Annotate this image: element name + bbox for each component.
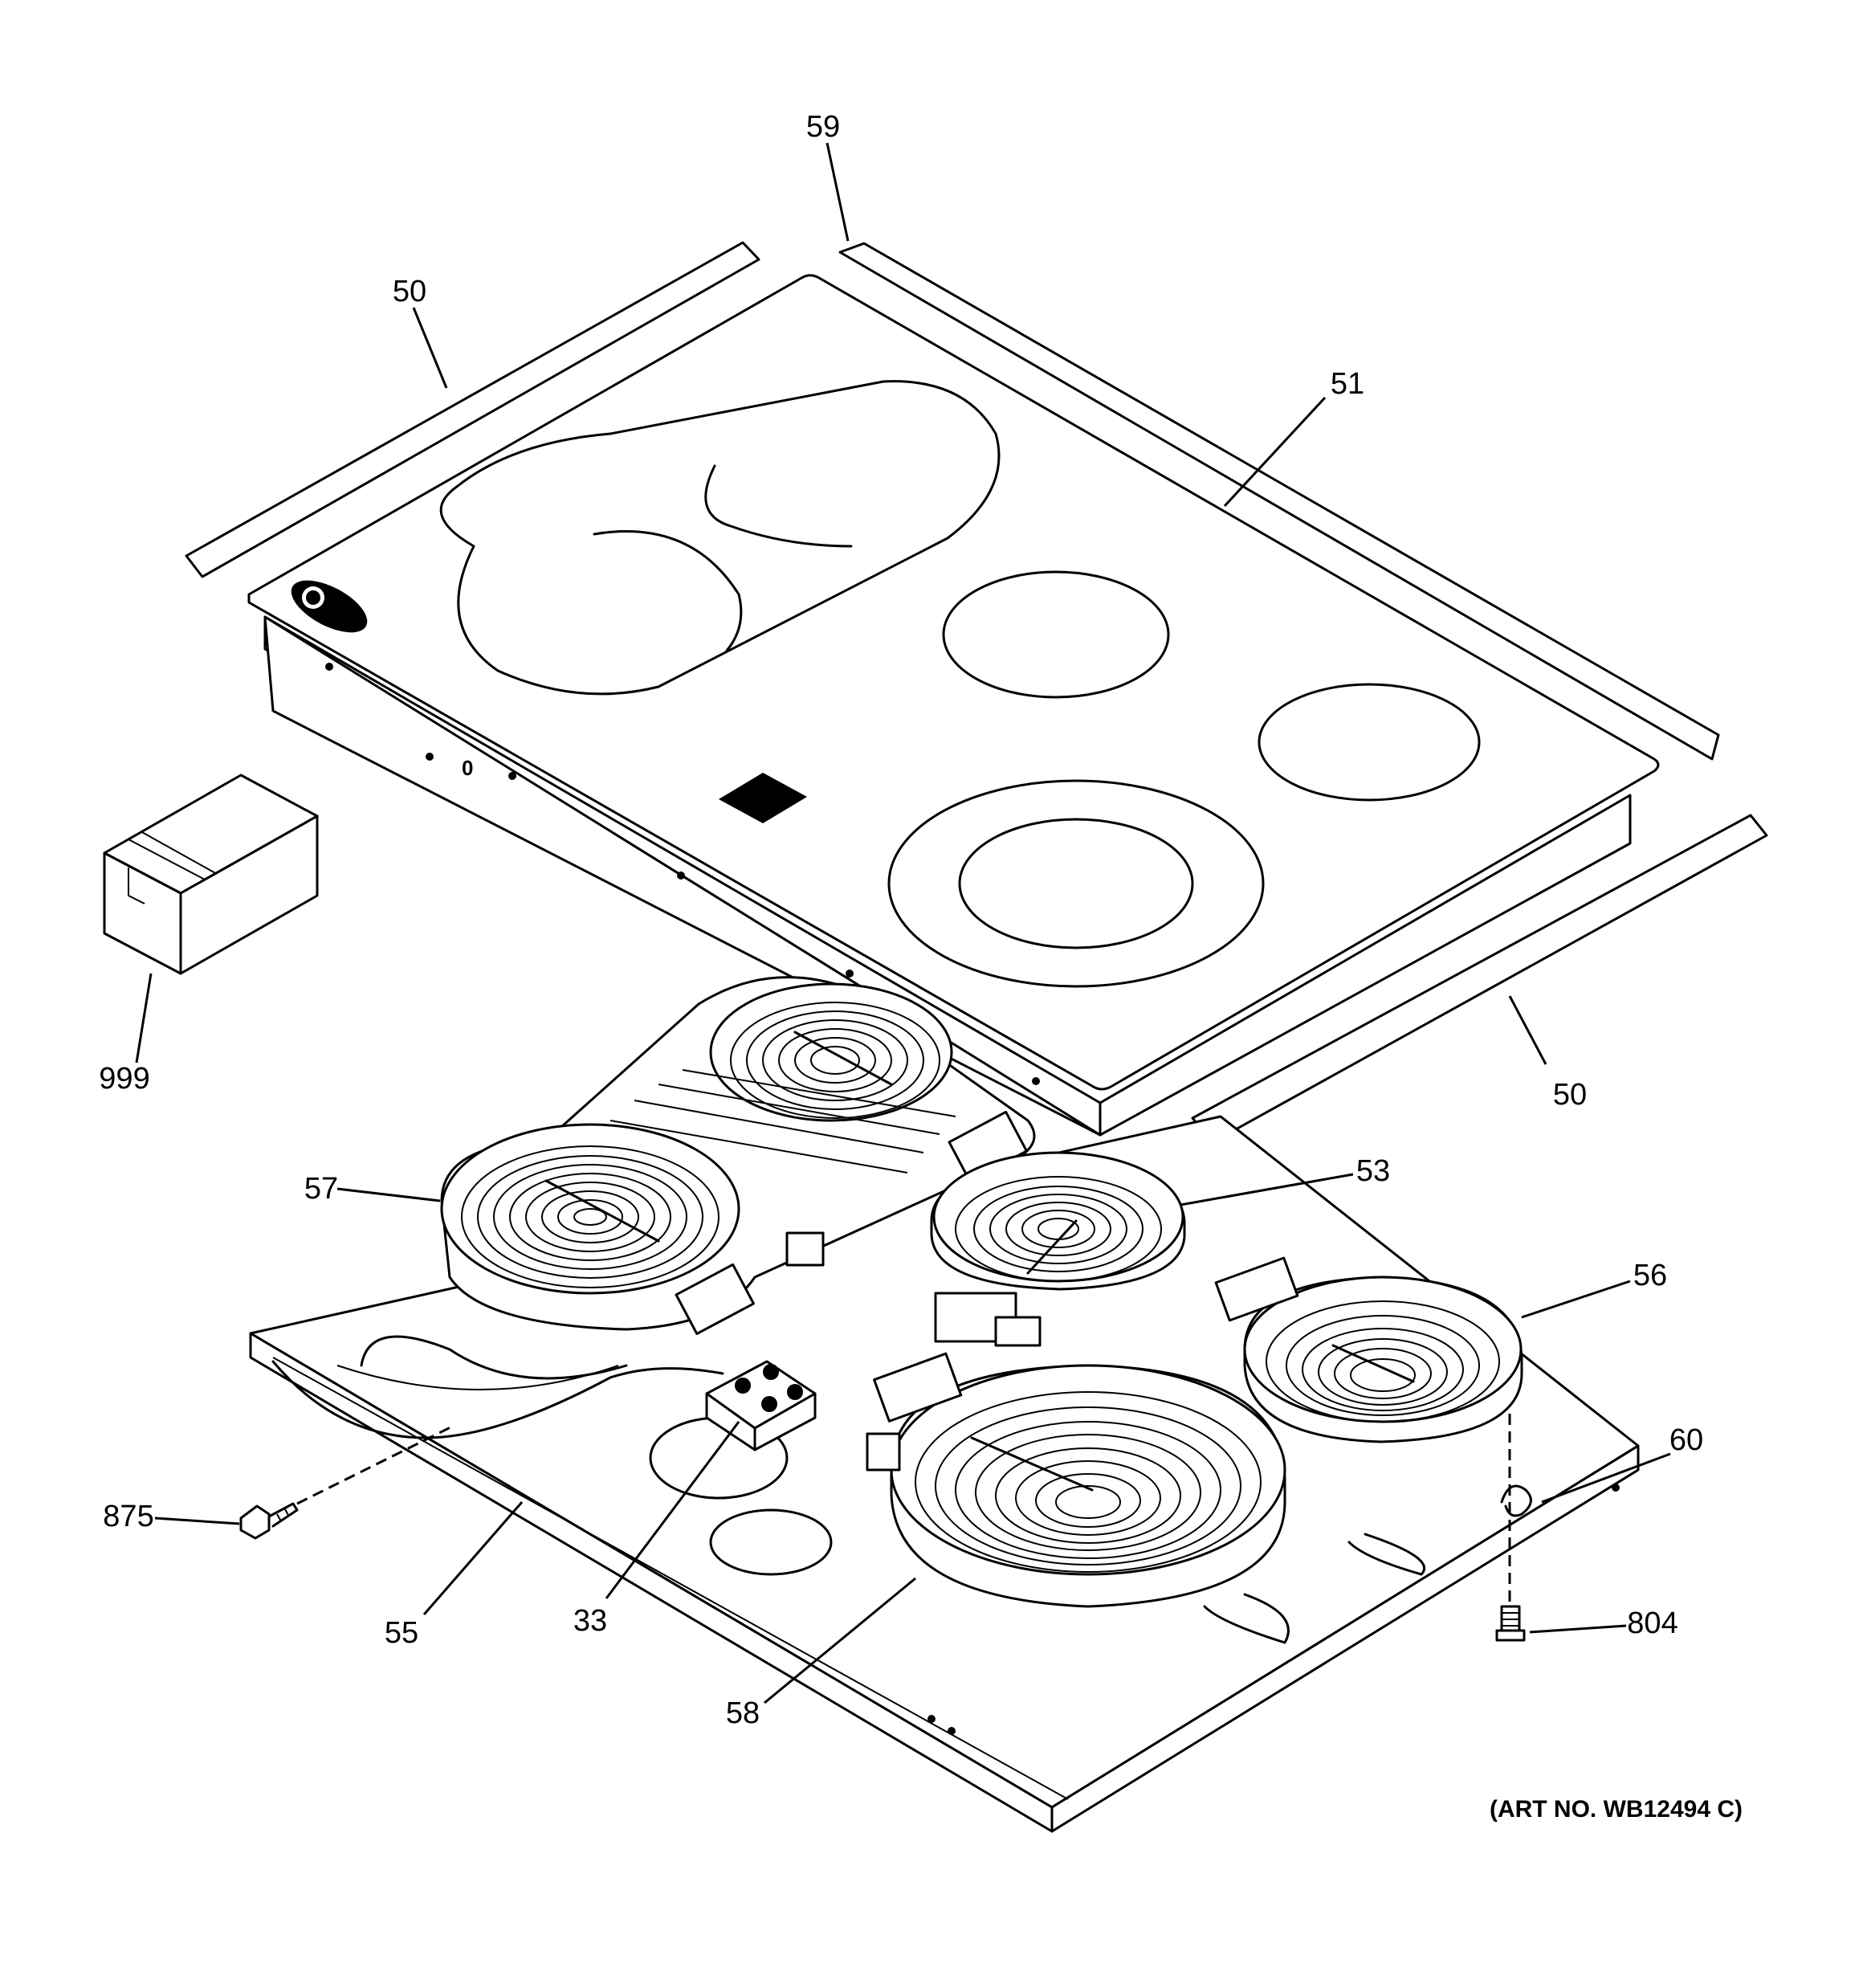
pan-cutout-round	[709, 1508, 833, 1576]
callout-999: 999	[99, 1062, 149, 1096]
carton-box-999	[103, 774, 319, 975]
callout-55: 55	[385, 1616, 418, 1650]
callout-50-right: 50	[1553, 1078, 1587, 1112]
bridge-coil-center	[609, 1069, 956, 1174]
leader-lines	[135, 142, 1671, 1704]
assembly-line-875	[296, 1424, 455, 1505]
pan-rib-2	[1347, 1533, 1426, 1576]
trim-strip-rear-59	[838, 242, 1720, 761]
screw-875	[239, 1502, 299, 1540]
screw-804	[1495, 1605, 1526, 1642]
callout-58: 58	[726, 1696, 760, 1730]
warning-label	[719, 773, 807, 823]
radiant-element-58	[866, 1352, 1286, 1608]
callout-51: 51	[1331, 367, 1364, 401]
bridge-arc-right	[704, 464, 853, 548]
callout-804: 804	[1627, 1606, 1678, 1640]
svg-text:0: 0	[462, 756, 473, 780]
trim-strip-left-50	[185, 241, 760, 578]
bridge-arc-left	[593, 530, 743, 652]
small-burner-ring	[1258, 683, 1481, 802]
radiant-element-56	[1214, 1256, 1523, 1443]
callout-59: 59	[806, 110, 840, 144]
bridge-coil-left	[461, 1145, 720, 1288]
art-number: (ART NO. WB12494 C)	[1490, 1796, 1743, 1823]
callout-53: 53	[1356, 1154, 1390, 1188]
cooktop-right-skirt	[1099, 794, 1632, 1137]
radiant-element-53	[930, 1151, 1186, 1347]
callout-875: 875	[103, 1500, 153, 1533]
dual-burner-inner-ring	[958, 818, 1194, 949]
ge-profile-logo	[291, 580, 368, 633]
bridge-element-assembly-57	[440, 976, 1036, 1336]
bridge-burner-outline	[439, 380, 1001, 696]
callout-33: 33	[573, 1604, 607, 1638]
skirt-holes: 0	[325, 663, 1040, 1085]
callout-50-left: 50	[393, 275, 426, 308]
callout-60: 60	[1669, 1423, 1703, 1457]
wiring-harness	[271, 1335, 724, 1439]
clip-60	[1500, 1484, 1532, 1517]
dual-burner-outer-ring	[887, 779, 1265, 988]
warming-zone-grille	[942, 570, 1170, 699]
pan-rib	[1203, 1593, 1290, 1644]
callout-57: 57	[304, 1172, 338, 1206]
callout-56: 56	[1633, 1259, 1667, 1292]
bridge-coil-right	[730, 1002, 940, 1119]
glass-surface	[247, 274, 1660, 1091]
terminal-block-33	[705, 1360, 817, 1451]
